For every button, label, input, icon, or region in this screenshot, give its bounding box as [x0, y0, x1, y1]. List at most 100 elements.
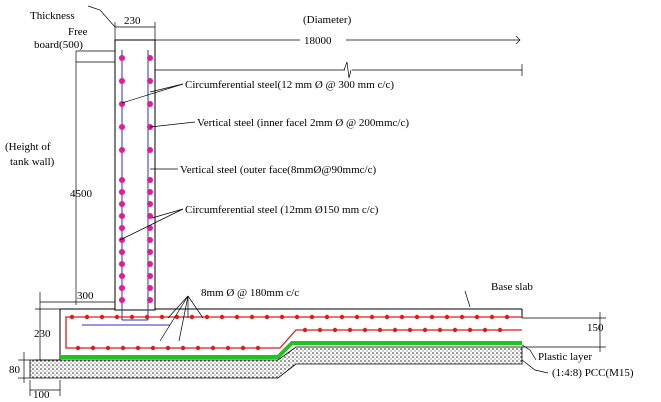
base-bar-dot: [159, 314, 165, 320]
wall-bar-dot: [147, 261, 153, 267]
dim-300-value: 300: [77, 290, 94, 302]
base-bar-dot: [489, 314, 495, 320]
base-bar-dot: [84, 314, 90, 320]
base-bar-dot: [144, 314, 150, 320]
wall-bar-dot: [119, 101, 125, 107]
wall-bar-dot: [147, 189, 153, 195]
wall-bar-dot: [119, 213, 125, 219]
base-bar-dot: [75, 345, 81, 351]
plastic-layer-label: Plastic layer: [538, 351, 592, 363]
wall-bar-dot: [119, 285, 125, 291]
base-bar-dot: [422, 327, 428, 333]
base-bar-dot: [302, 327, 308, 333]
base-bar-dot: [99, 314, 105, 320]
height-label-2: tank wall): [10, 156, 55, 168]
dim-100: [29, 380, 61, 396]
base-bar-dot: [249, 314, 255, 320]
base-bar-dot: [174, 314, 180, 320]
wall-bar-dot: [119, 261, 125, 267]
wall-bar-dot: [147, 213, 153, 219]
base-bar-dot: [437, 327, 443, 333]
base-bar-dot: [459, 314, 465, 320]
diameter-value: 18000: [304, 35, 332, 47]
wall-bar-dot: [147, 147, 153, 153]
dim-freeboard: [75, 50, 115, 305]
wall-bar-dot: [119, 273, 125, 279]
wall-bar-dot: [119, 78, 125, 84]
base-bar-dot: [210, 345, 216, 351]
base-bar-dot: [219, 314, 225, 320]
wall-bar-dot: [119, 201, 125, 207]
base-bar-dot: [339, 314, 345, 320]
wall-bar-dot: [147, 78, 153, 84]
wall-bar-dot: [147, 273, 153, 279]
base-bar-dot: [180, 345, 186, 351]
wall-bar-dot: [147, 285, 153, 291]
base-bar-dot: [407, 327, 413, 333]
base-slab-bars: [69, 314, 510, 351]
diameter-label: (Diameter): [303, 14, 352, 26]
base-bar-dot: [497, 327, 503, 333]
dim-150: [522, 312, 606, 352]
freeboard-label-2: board(500): [34, 39, 83, 51]
base-bar-dot: [264, 314, 270, 320]
vertical-steel-inner-label: Vertical steel (inner facel 2mm Ø @ 200m…: [197, 117, 409, 129]
wall-bar-dot: [147, 225, 153, 231]
base-bar-dot: [362, 327, 368, 333]
base-bar-dot: [482, 327, 488, 333]
base-bar-dot: [165, 345, 171, 351]
base-bar-dot: [150, 345, 156, 351]
base-slab-label: Base slab: [491, 281, 533, 293]
base-bar-dot: [474, 314, 480, 320]
base-bar-dot: [204, 314, 210, 320]
dim-diameter: [155, 35, 523, 79]
base-bar-dot: [347, 327, 353, 333]
base-bar-dot: [504, 314, 510, 320]
base-bar-dot: [279, 314, 285, 320]
base-bar-dot: [309, 314, 315, 320]
plastic-layer: [60, 341, 522, 359]
base-bar-dot: [225, 345, 231, 351]
vertical-steel-outer-label: Vertical steel (outer face(8mmØ@90mmc/c): [180, 164, 376, 176]
wall-bar-dot: [119, 147, 125, 153]
freeboard-label-1: Free: [68, 26, 88, 38]
base-bar-dot: [105, 345, 111, 351]
dim-230: [35, 308, 60, 361]
base-bar-dot: [467, 327, 473, 333]
wall-bar-dot: [119, 249, 125, 255]
wall-rebar-lines: [121, 50, 149, 321]
wall-bar-dot: [147, 101, 153, 107]
base-bar-dot: [240, 345, 246, 351]
base-bar-dot: [189, 314, 195, 320]
height-value: 4500: [70, 188, 93, 200]
dim-300: [39, 292, 115, 310]
wall-bar-dot: [119, 124, 125, 130]
wall-circumferential-bars: [119, 55, 153, 303]
base-bar-dot: [354, 314, 360, 320]
dim-80-value: 80: [9, 364, 21, 376]
circumferential-steel-bottom-label: Circumferential steel (12mm Ø150 mm c/c): [185, 204, 379, 216]
base-bar-dot: [255, 345, 261, 351]
callout-lines: [119, 83, 549, 374]
base-bar-dot: [414, 314, 420, 320]
base-bar-dot: [369, 314, 375, 320]
circumferential-steel-top-label: Circumferential steel(12 mm Ø @ 300 mm c…: [185, 79, 394, 91]
dim-100-value: 100: [33, 389, 50, 401]
wall-bar-dot: [147, 201, 153, 207]
base-bar-dot: [384, 314, 390, 320]
pcc-label: (1:4:8) PCC(M15): [552, 367, 634, 379]
thickness-label: Thickness: [30, 10, 75, 22]
base-bar-dot: [377, 327, 383, 333]
base-bar-dot: [69, 314, 75, 320]
wall-bar-dot: [147, 237, 153, 243]
base-bar-dot: [114, 314, 120, 320]
wall-bar-dot: [119, 177, 125, 183]
wall-bar-dot: [119, 55, 125, 61]
dim-230-value: 230: [34, 328, 51, 340]
wall-bar-dot: [147, 55, 153, 61]
base-bar-dot: [332, 327, 338, 333]
base-bar-dot: [195, 345, 201, 351]
dim-80: [18, 352, 30, 383]
base-bar-dot: [90, 345, 96, 351]
